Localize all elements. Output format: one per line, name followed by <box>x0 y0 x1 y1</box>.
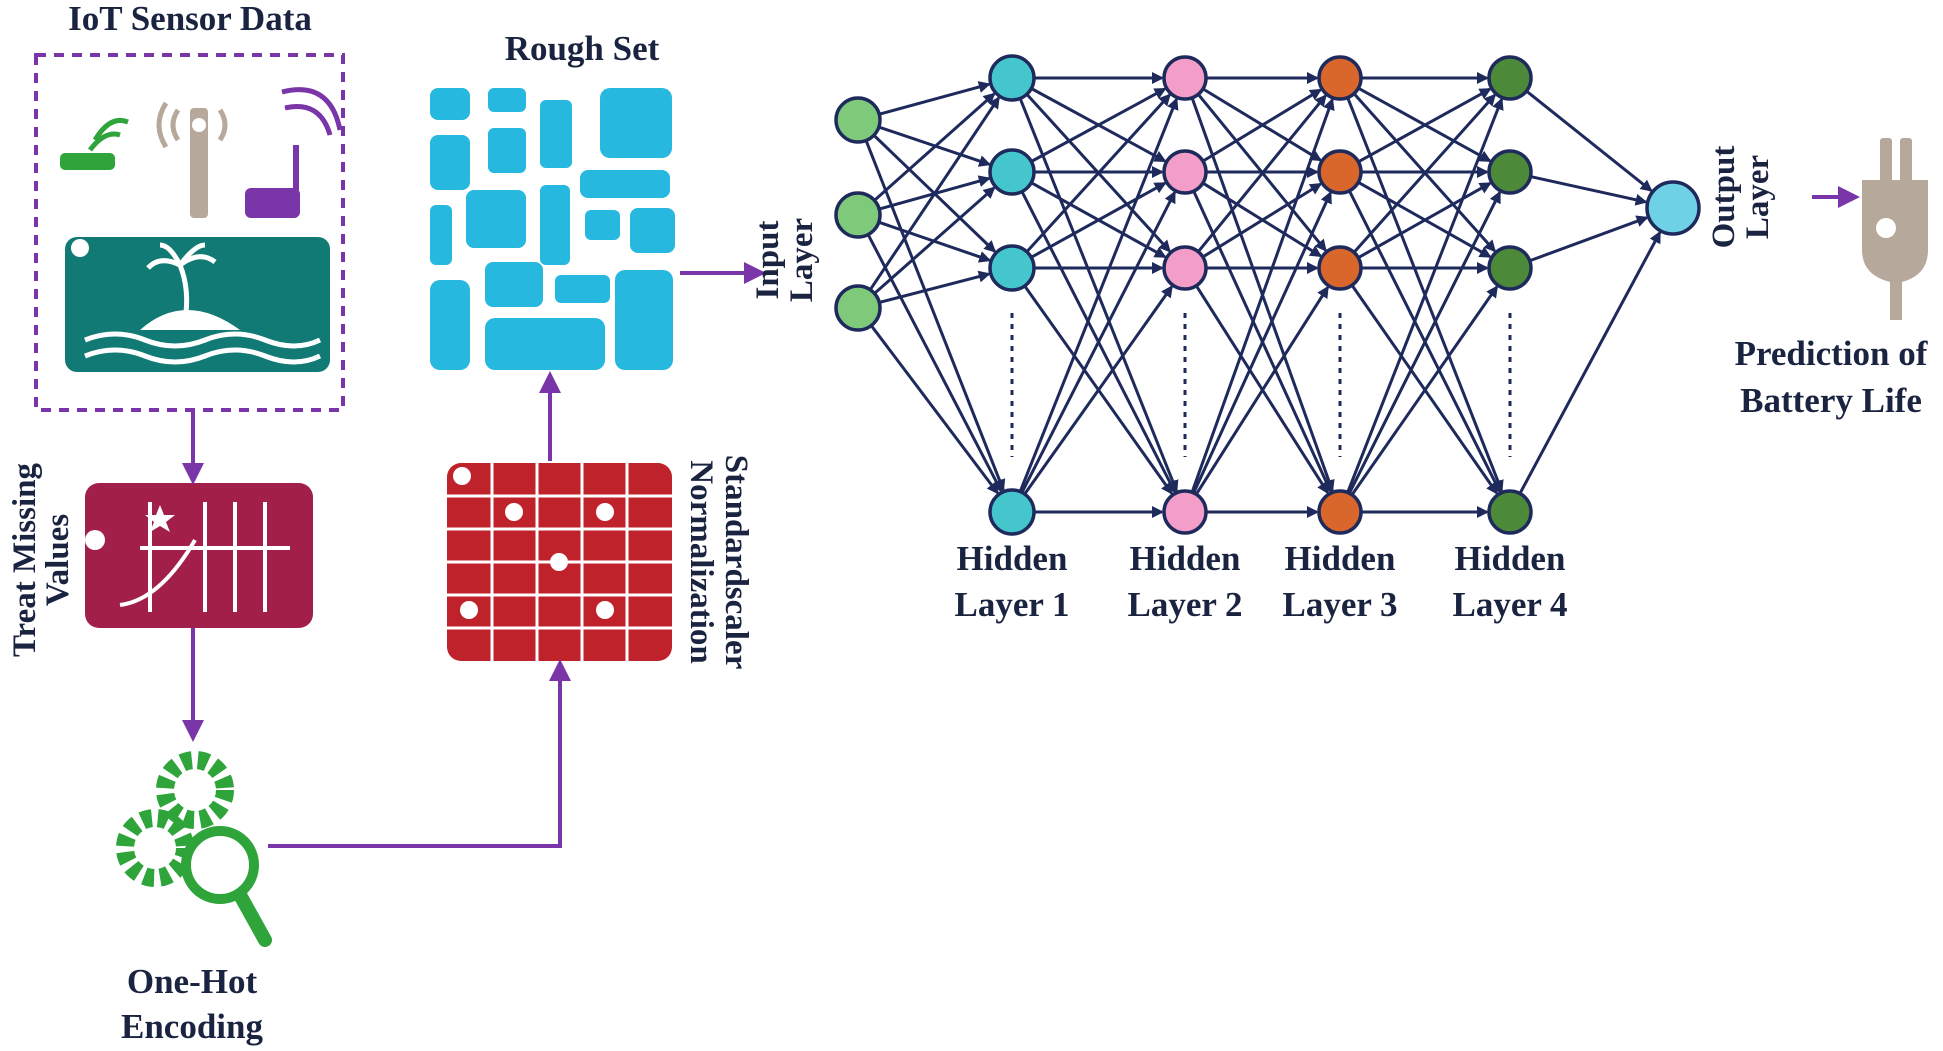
edge-hidden3-1-to-hidden4-0 <box>1357 87 1492 164</box>
hidden4-label-line1: Hidden <box>1455 539 1566 578</box>
edge-input-2-to-hidden1-0 <box>868 96 1000 291</box>
edge-hidden3-3-to-hidden4-2 <box>1350 285 1499 496</box>
hidden4-node-1 <box>1487 149 1533 195</box>
input-layer-label-line1: Input <box>750 221 786 300</box>
network-ellipsis-lines <box>1010 313 1512 457</box>
one-hot-label-line2: Encoding <box>121 1007 263 1046</box>
hidden1-node-1 <box>988 148 1036 196</box>
input-node-1 <box>834 191 882 239</box>
edge-hidden1-3-to-hidden2-0 <box>1018 97 1179 493</box>
edge-hidden2-1-to-hidden3-0 <box>1202 88 1323 163</box>
gears-magnifier-icon <box>116 751 272 947</box>
edge-input-2-to-hidden1-3 <box>870 324 999 495</box>
standardscaler-label-line2: Normalization <box>683 460 719 663</box>
hidden3-label-line1: Hidden <box>1285 539 1396 578</box>
prediction-label-line1: Prediction of <box>1735 334 1928 373</box>
edge-hidden4-3-to-output-0 <box>1518 230 1662 495</box>
edge-hidden4-0-to-output-0 <box>1525 89 1653 192</box>
hidden2-label-line1: Hidden <box>1130 539 1241 578</box>
edge-hidden3-2-to-hidden4-1 <box>1357 182 1492 259</box>
hidden2-node-0 <box>1162 55 1208 101</box>
treat-missing-label-line2: Values <box>40 514 76 606</box>
edge-hidden4-1-to-output-0 <box>1530 175 1648 206</box>
edge-hidden2-3-to-hidden3-1 <box>1192 191 1332 494</box>
arrow-onehot-to-standardscaler <box>268 659 571 848</box>
graph-tag-icon <box>85 483 313 628</box>
hidden3-node-3 <box>1317 489 1363 535</box>
input-node-0 <box>834 96 882 144</box>
dotted-grid-icon <box>447 463 672 661</box>
edge-hidden3-2-to-hidden4-0 <box>1352 93 1496 254</box>
treat-missing-values-block: Treat Missing Values <box>7 462 313 657</box>
rough-set-label: Rough Set <box>505 29 660 68</box>
edge-input-1-to-hidden1-0 <box>873 92 996 202</box>
hidden4-label-line2: Layer 4 <box>1452 585 1567 624</box>
edge-input-2-to-hidden1-1 <box>873 186 996 295</box>
edge-hidden4-2-to-output-0 <box>1529 215 1649 263</box>
edge-input-0-to-hidden1-3 <box>864 139 1006 492</box>
hidden2-node-2 <box>1162 245 1208 291</box>
hidden3-node-0 <box>1317 55 1363 101</box>
hidden4-node-3 <box>1487 489 1533 535</box>
one-hot-encoding-block: One-Hot Encoding <box>116 751 272 1046</box>
input-node-2 <box>834 284 882 332</box>
edge-hidden1-2-to-hidden2-0 <box>1025 93 1171 253</box>
standardscaler-block: Standardscaler Normalization <box>447 455 754 670</box>
hidden2-label-line2: Layer 2 <box>1127 585 1242 624</box>
edge-hidden1-2-to-hidden2-1 <box>1030 181 1167 259</box>
hidden1-node-0 <box>988 54 1036 102</box>
hidden1-node-2 <box>988 244 1036 292</box>
treat-missing-label-line1: Treat Missing <box>7 462 43 657</box>
hidden2-node-1 <box>1162 149 1208 195</box>
network-nodes <box>834 54 1701 536</box>
edge-hidden1-3-to-hidden2-1 <box>1020 190 1176 494</box>
island-router-antenna-icon <box>60 87 343 372</box>
edge-input-0-to-hidden1-0 <box>878 81 991 116</box>
edge-input-2-to-hidden1-2 <box>878 270 991 304</box>
iot-sensor-data-label: IoT Sensor Data <box>68 0 312 38</box>
plug-icon <box>1862 138 1928 320</box>
output-node-0 <box>1645 180 1701 236</box>
hidden4-node-0 <box>1487 55 1533 101</box>
standardscaler-label-line1: Standardscaler <box>718 455 754 670</box>
edge-hidden3-3-to-hidden4-0 <box>1346 97 1504 493</box>
output-layer-label-line1: Output <box>1706 146 1742 249</box>
rough-set-block: Rough Set <box>430 29 675 370</box>
prediction-block: Prediction of Battery Life <box>1735 138 1928 420</box>
hidden3-node-1 <box>1317 149 1363 195</box>
one-hot-label-line1: One-Hot <box>127 962 258 1001</box>
hidden1-label-line1: Hidden <box>957 539 1068 578</box>
edge-hidden2-3-to-hidden3-0 <box>1190 97 1335 493</box>
prediction-label-line2: Battery Life <box>1740 381 1922 420</box>
pipeline-arrows <box>182 186 1860 848</box>
edge-hidden2-2-to-hidden3-0 <box>1197 94 1327 253</box>
hidden3-node-2 <box>1317 245 1363 291</box>
input-layer-label-line2: Layer <box>784 218 820 302</box>
edge-hidden1-3-to-hidden2-2 <box>1023 285 1173 495</box>
edge-hidden2-3-to-hidden3-2 <box>1194 285 1329 496</box>
hidden2-node-3 <box>1162 489 1208 535</box>
iot-sensor-data-block: IoT Sensor Data <box>34 0 345 412</box>
iot-dashed-frame <box>34 53 345 412</box>
edge-hidden1-1-to-hidden2-0 <box>1030 87 1167 163</box>
hidden4-node-2 <box>1487 245 1533 291</box>
output-layer-label-line2: Layer <box>1740 155 1776 239</box>
edge-hidden2-2-to-hidden3-1 <box>1202 182 1323 259</box>
edge-input-1-to-hidden1-3 <box>866 233 1003 493</box>
hidden1-label-line2: Layer 1 <box>954 585 1069 624</box>
network-edges <box>864 72 1662 518</box>
edge-hidden3-3-to-hidden4-1 <box>1348 190 1502 494</box>
maze-grid-icon <box>430 88 675 370</box>
hidden3-label-line2: Layer 3 <box>1282 585 1397 624</box>
hidden1-node-3 <box>988 488 1036 536</box>
